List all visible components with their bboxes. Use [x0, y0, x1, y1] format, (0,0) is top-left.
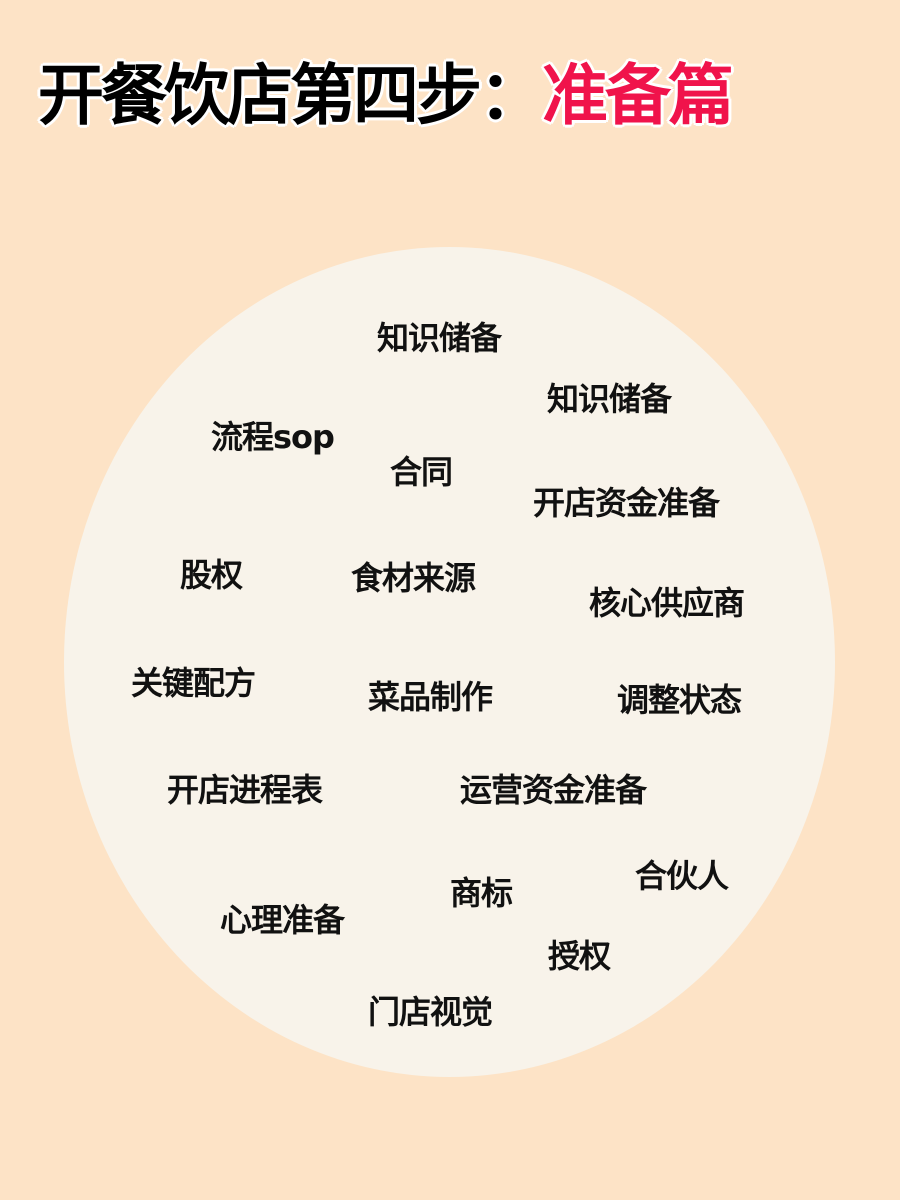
word-zhishi-chubei-1: 知识储备	[377, 319, 502, 357]
word-xinli-zhunbei: 心理准备	[220, 901, 345, 939]
word-hehuoren: 合伙人	[635, 857, 729, 895]
word-shangbiao: 商标	[450, 874, 513, 912]
word-guanjian-peifang: 关键配方	[131, 664, 256, 702]
title-main: 开餐饮店第四步：	[38, 57, 545, 134]
word-kaidian-jinchengbiao: 开店进程表	[167, 771, 323, 809]
word-hexin-gongyingshang: 核心供应商	[589, 584, 745, 622]
word-tiaozheng-zhuangtai: 调整状态	[617, 681, 742, 719]
word-caipin-zhizuo: 菜品制作	[368, 678, 493, 716]
word-mendian-shijue: 门店视觉	[368, 993, 493, 1031]
page-title: 开餐饮店第四步：准备篇	[38, 56, 734, 136]
word-guquan: 股权	[180, 556, 243, 594]
word-zhishi-chubei-2: 知识储备	[547, 380, 672, 418]
word-shouquan: 授权	[548, 937, 611, 975]
word-shicai-laiyuan: 食材来源	[351, 559, 476, 597]
title-accent: 准备篇	[542, 57, 734, 134]
word-kaidian-zijin: 开店资金准备	[533, 484, 720, 522]
word-hetong: 合同	[390, 453, 453, 491]
word-cloud-circle	[64, 247, 835, 1077]
word-yunying-zijin: 运营资金准备	[460, 771, 647, 809]
word-liucheng-sop: 流程sop	[211, 418, 335, 456]
